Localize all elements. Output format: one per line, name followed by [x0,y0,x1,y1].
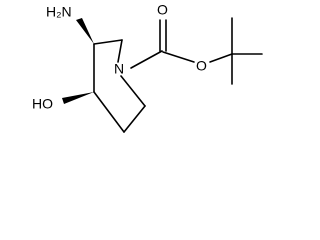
ring-bond-n-c6 [120,75,146,107]
amino-label: H₂N [46,4,72,20]
ring-bond-c6-c5 [123,105,146,133]
ring-nitrogen-label: N [114,61,124,77]
ring-bond-c2-n [117,39,123,63]
ring-bond-c5-c4 [93,91,125,133]
wedge-bond-amino [76,18,94,44]
bond-carbonyl-ester-o [162,51,195,63]
carbonyl-oxygen-label: O [157,2,168,18]
structure-diagram: H₂N HO N O O [0,0,269,137]
wedge-bond-hydroxy [62,92,94,104]
ring-bond-c3-c2 [93,39,123,45]
hydroxy-label: HO [32,96,53,112]
bond-n-carbonyl [130,50,163,69]
molecule-drawing: H₂N HO N O O [32,2,263,133]
ester-oxygen-label: O [196,58,207,74]
bond-ester-o-tbutyl [209,53,233,63]
